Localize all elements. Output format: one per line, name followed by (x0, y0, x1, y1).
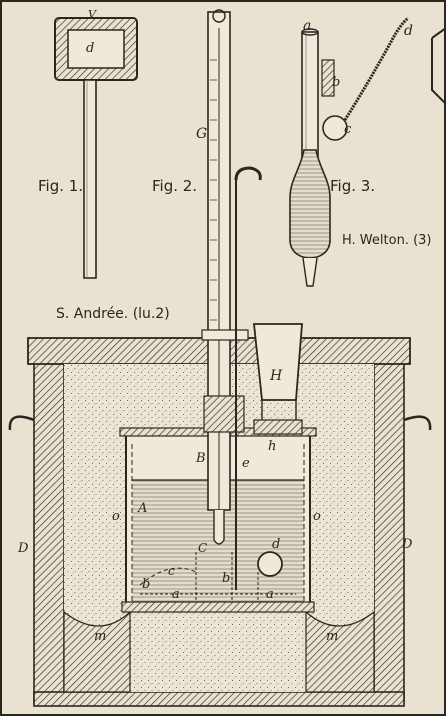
fig2-label-m-right: m (326, 629, 338, 644)
fig2-label-o-left: o (112, 509, 120, 524)
fig2-label-o-right: o (313, 509, 321, 524)
fig2-label-D-right: D (401, 537, 413, 552)
fig3-drawing: a b c d (289, 16, 413, 287)
fig1-label-d: d (86, 41, 94, 56)
fig2-label-B: B (195, 451, 206, 466)
fig2-label-C: C (198, 541, 207, 555)
fig1-label-V: V (88, 8, 97, 21)
fig3-label-c: c (344, 122, 352, 137)
fig2-label-D-left: D (17, 541, 29, 556)
fig1-drawing: V d (54, 8, 138, 279)
fig2-drawing (8, 9, 432, 707)
fig2-label-H: H (269, 368, 283, 384)
fig2-labels: G H h B e A o o D D C d b b c a a m m (17, 126, 413, 644)
fig2-caption: Fig. 2. (152, 177, 197, 195)
fig2-label-b-center: b (222, 571, 230, 586)
partial-figure-edge (431, 27, 446, 105)
fig3-label-b: b (332, 75, 340, 90)
fig3-label-d: d (404, 23, 413, 39)
fig2-label-e: e (242, 456, 250, 471)
fig3-caption: Fig. 3. (330, 177, 375, 195)
fig2-label-G: G (196, 126, 207, 142)
fig2-label-h: h (268, 439, 276, 454)
fig3-label-a: a (303, 18, 311, 34)
fig2-label-a-left: a (172, 587, 180, 602)
fig2-label-A: A (137, 501, 147, 516)
fig2-label-a-right: a (266, 587, 274, 602)
fig2-label-b-left: b (142, 577, 150, 592)
fig2-label-d: d (272, 537, 280, 552)
fig2-label-m-left: m (94, 629, 106, 644)
fig1-caption: Fig. 1. (38, 177, 83, 195)
credit-welton: H. Welton. (3) (342, 233, 431, 248)
credit-andree: S. Andrée. (lu.2) (56, 306, 170, 322)
fig2-label-c: c (168, 564, 175, 578)
